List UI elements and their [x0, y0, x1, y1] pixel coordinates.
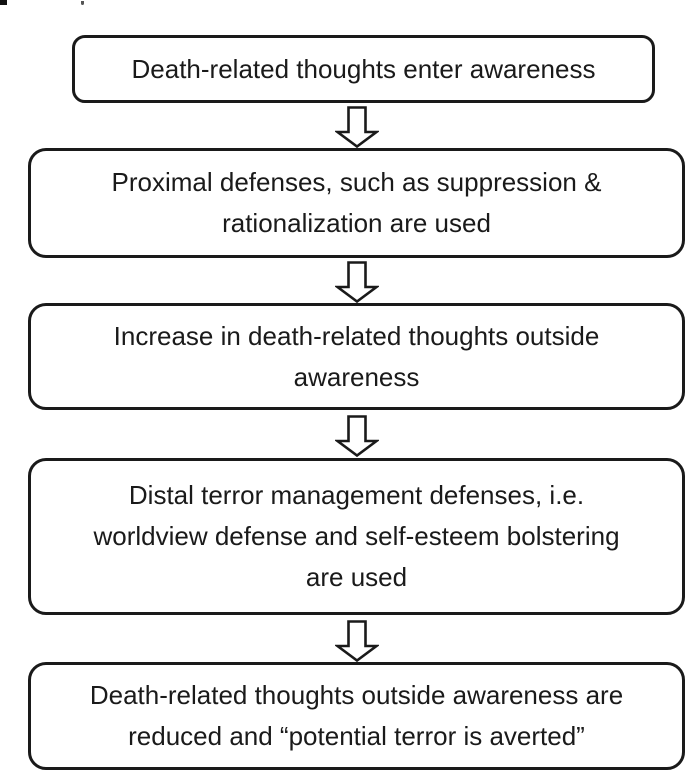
node-text-line: awareness [293, 361, 420, 392]
flow-node-terror-averted: Death-related thoughts outside awareness… [28, 662, 685, 770]
node-text-line: rationalization are used [222, 208, 491, 238]
node-text-line: Proximal defenses, such as suppression & [111, 167, 602, 197]
node-text-line: reduced and “potential terror is averted… [128, 721, 585, 751]
down-block-arrow-icon [335, 620, 379, 662]
cropped-text-fragment [0, 0, 7, 5]
node-text-line: Distal terror management defenses, i.e. [128, 480, 585, 510]
flow-node-thoughts-enter-awareness: Death-related thoughts enter awareness [72, 35, 655, 103]
node-text-line: are used [305, 562, 408, 592]
node-text-line: Death-related thoughts enter awareness [131, 53, 596, 84]
down-block-arrow-icon [335, 261, 379, 303]
node-text-line: Increase in death-related thoughts outsi… [113, 320, 600, 351]
flow-node-proximal-defenses: Proximal defenses, such as suppression &… [28, 148, 685, 258]
node-text-line: worldview defense and self-esteem bolste… [93, 521, 620, 551]
cropped-comma-fragment [81, 1, 84, 5]
flow-node-increase-death-thoughts: Increase in death-related thoughts outsi… [28, 303, 685, 410]
down-block-arrow-icon [335, 106, 379, 148]
down-block-arrow-icon [335, 415, 379, 457]
node-text-line: Death-related thoughts outside awareness… [89, 680, 624, 710]
flow-node-distal-defenses: Distal terror management defenses, i.e. … [28, 458, 685, 615]
